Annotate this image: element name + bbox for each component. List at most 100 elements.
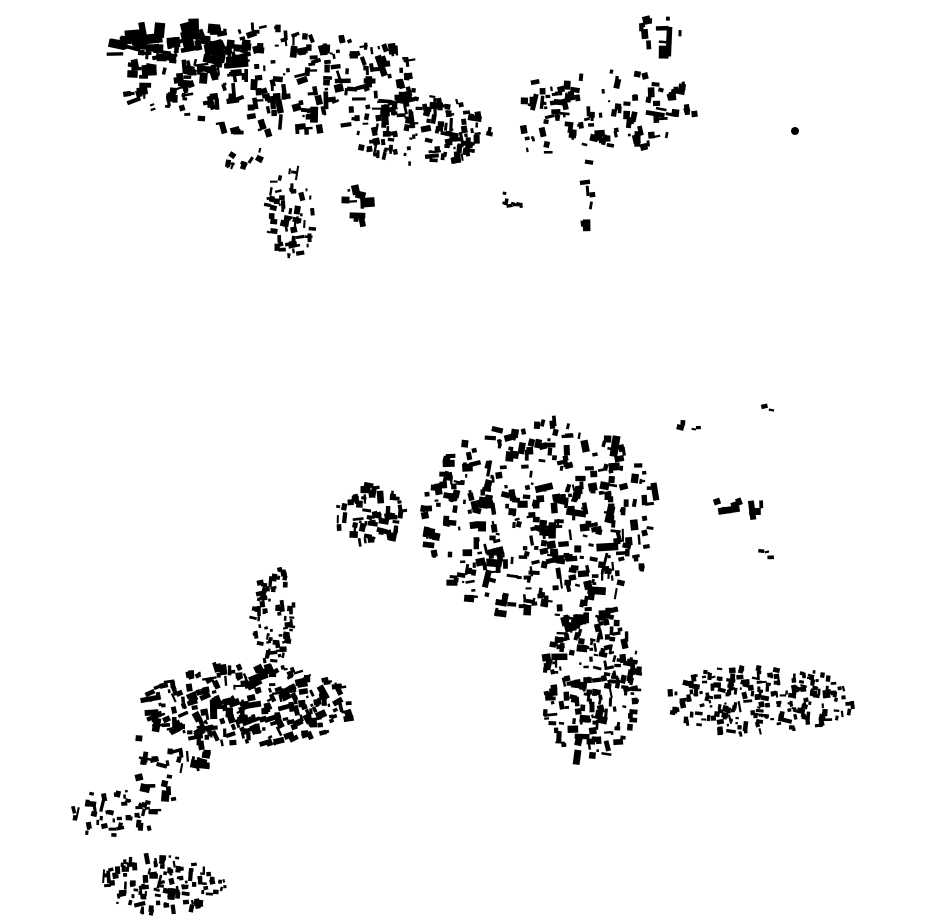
building bbox=[772, 667, 781, 674]
building bbox=[760, 403, 769, 410]
building bbox=[437, 121, 445, 127]
building bbox=[395, 45, 399, 56]
building bbox=[305, 188, 308, 192]
building bbox=[429, 95, 436, 99]
building bbox=[136, 86, 149, 96]
building bbox=[426, 118, 431, 124]
building bbox=[291, 248, 295, 254]
building bbox=[153, 857, 159, 867]
building bbox=[198, 725, 204, 734]
building bbox=[253, 630, 258, 634]
building bbox=[360, 485, 371, 494]
building bbox=[609, 606, 619, 614]
building bbox=[559, 465, 564, 472]
building bbox=[403, 106, 408, 115]
building bbox=[628, 713, 633, 719]
building bbox=[378, 513, 382, 517]
building bbox=[639, 142, 649, 151]
building bbox=[370, 46, 374, 55]
building bbox=[620, 735, 626, 740]
building bbox=[638, 563, 645, 570]
building bbox=[755, 719, 764, 724]
building bbox=[796, 686, 802, 692]
building bbox=[405, 56, 410, 67]
building bbox=[791, 686, 797, 695]
building bbox=[280, 690, 292, 702]
building bbox=[549, 99, 559, 106]
building bbox=[735, 721, 739, 725]
building bbox=[324, 64, 330, 73]
building bbox=[450, 112, 455, 116]
building bbox=[240, 699, 245, 704]
building bbox=[258, 673, 269, 681]
building bbox=[180, 30, 195, 49]
building bbox=[323, 91, 329, 110]
building bbox=[186, 79, 195, 89]
building bbox=[309, 703, 314, 708]
building bbox=[293, 669, 304, 675]
building bbox=[706, 695, 714, 700]
building bbox=[735, 716, 739, 720]
building bbox=[590, 470, 598, 478]
building bbox=[756, 680, 763, 685]
building bbox=[165, 104, 170, 108]
building bbox=[275, 24, 281, 33]
building bbox=[623, 101, 631, 107]
building bbox=[611, 520, 616, 528]
building bbox=[432, 150, 442, 154]
building bbox=[314, 94, 324, 106]
building bbox=[182, 729, 186, 734]
building bbox=[151, 708, 158, 715]
building bbox=[527, 438, 536, 448]
building bbox=[456, 572, 466, 579]
building bbox=[405, 86, 413, 97]
building bbox=[556, 631, 568, 635]
building bbox=[450, 483, 457, 490]
building bbox=[254, 686, 262, 694]
building bbox=[613, 587, 618, 600]
building bbox=[288, 734, 299, 743]
building bbox=[561, 434, 574, 439]
building bbox=[430, 114, 437, 125]
building bbox=[139, 907, 144, 914]
building bbox=[381, 120, 387, 128]
building bbox=[658, 40, 672, 44]
building bbox=[194, 733, 204, 740]
building bbox=[181, 59, 188, 74]
building bbox=[561, 742, 567, 748]
building bbox=[552, 428, 559, 437]
building bbox=[380, 109, 384, 114]
building bbox=[530, 482, 534, 486]
building bbox=[375, 114, 383, 122]
building bbox=[453, 577, 459, 583]
building bbox=[392, 148, 399, 156]
building bbox=[253, 663, 264, 674]
building bbox=[212, 889, 219, 895]
building bbox=[538, 126, 547, 138]
building bbox=[833, 697, 839, 703]
building bbox=[402, 56, 406, 60]
building bbox=[178, 749, 184, 758]
building bbox=[197, 740, 205, 751]
building bbox=[791, 677, 797, 683]
building bbox=[395, 527, 399, 534]
building bbox=[399, 67, 404, 73]
building bbox=[529, 470, 533, 478]
building bbox=[460, 153, 464, 161]
building bbox=[523, 604, 532, 616]
building bbox=[439, 471, 446, 477]
building bbox=[303, 219, 306, 228]
building bbox=[621, 528, 625, 542]
building bbox=[679, 697, 687, 703]
building bbox=[346, 38, 353, 44]
building bbox=[503, 432, 517, 442]
building bbox=[445, 130, 450, 136]
building bbox=[791, 127, 799, 135]
building bbox=[587, 743, 592, 750]
building bbox=[565, 94, 571, 103]
building bbox=[275, 99, 284, 114]
building bbox=[713, 694, 722, 699]
building bbox=[608, 651, 615, 655]
building bbox=[274, 712, 281, 718]
building bbox=[531, 601, 538, 606]
